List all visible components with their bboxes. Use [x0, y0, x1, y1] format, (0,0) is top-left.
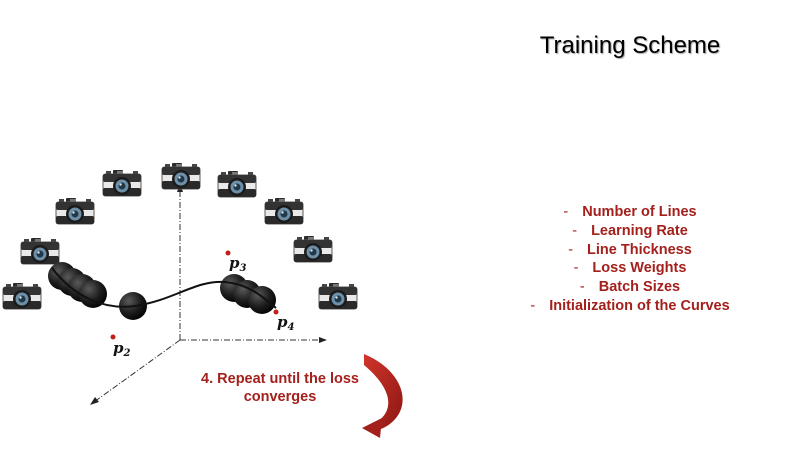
coordinate-axes [90, 184, 327, 405]
camera-icon [293, 235, 333, 263]
point-symbol: p [277, 313, 288, 331]
list-item-label: Batch Sizes [598, 279, 681, 296]
camera-icon [217, 170, 257, 198]
control-point-dot [225, 250, 231, 256]
bullet-dash: - [568, 241, 574, 258]
point-symbol: p [229, 254, 240, 272]
list-item: -Learning Rate [470, 222, 790, 241]
control-point-p4: p4 [273, 309, 295, 333]
list-item: -Initialization of the Curves [470, 297, 790, 316]
step-caption-line: 4. Repeat until the loss [201, 371, 359, 387]
camera-icon [161, 162, 201, 190]
slide-title: Training Scheme [539, 32, 721, 59]
camera-icon [55, 197, 95, 225]
step-caption: 4. Repeat until the loss converges [180, 370, 380, 406]
list-item-label: Number of Lines [582, 204, 697, 220]
list-item-label: Loss Weights [592, 260, 687, 277]
hyperparameter-list: -Number of Lines -Learning Rate -Line Th… [470, 203, 790, 316]
point-subscript: 4 [288, 322, 295, 333]
axis-arrowhead [90, 397, 99, 405]
bullet-dash: - [572, 222, 578, 239]
list-item: -Number of Lines [470, 203, 790, 222]
bullet-dash: - [573, 260, 579, 277]
list-item: -Line Thickness [470, 241, 790, 260]
camera-icon [318, 282, 358, 310]
control-point-label: p4 [277, 313, 295, 333]
bullet-dash: - [530, 297, 536, 314]
camera-icon [264, 197, 304, 225]
list-item: -Batch Sizes [470, 278, 790, 297]
bullet-dash: - [563, 204, 569, 220]
bullet-dash: - [579, 279, 585, 296]
list-item-label: Initialization of the Curves [549, 297, 730, 314]
list-item: -Loss Weights [470, 259, 790, 278]
curved-arrow-icon [362, 354, 403, 438]
bezier-curve [51, 267, 277, 309]
control-point-p3: p3 [225, 250, 247, 274]
step-caption-line: converges [243, 389, 317, 405]
point-subscript: 3 [240, 263, 247, 274]
control-point-label: p2 [113, 339, 131, 359]
control-point-p2: p2 [110, 334, 131, 359]
point-subscript: 2 [123, 348, 131, 359]
control-point-label: p3 [229, 254, 247, 274]
axis-depth [93, 339, 181, 403]
list-item-label: Learning Rate [591, 222, 688, 239]
list-item-label: Line Thickness [587, 241, 692, 258]
point-symbol: p [113, 339, 124, 357]
control-point-dot [273, 309, 279, 315]
axis-arrowhead [319, 337, 327, 343]
camera-icon [102, 169, 142, 197]
control-point-dot [110, 334, 116, 340]
camera-icon [2, 282, 42, 310]
camera-icon [20, 237, 60, 265]
